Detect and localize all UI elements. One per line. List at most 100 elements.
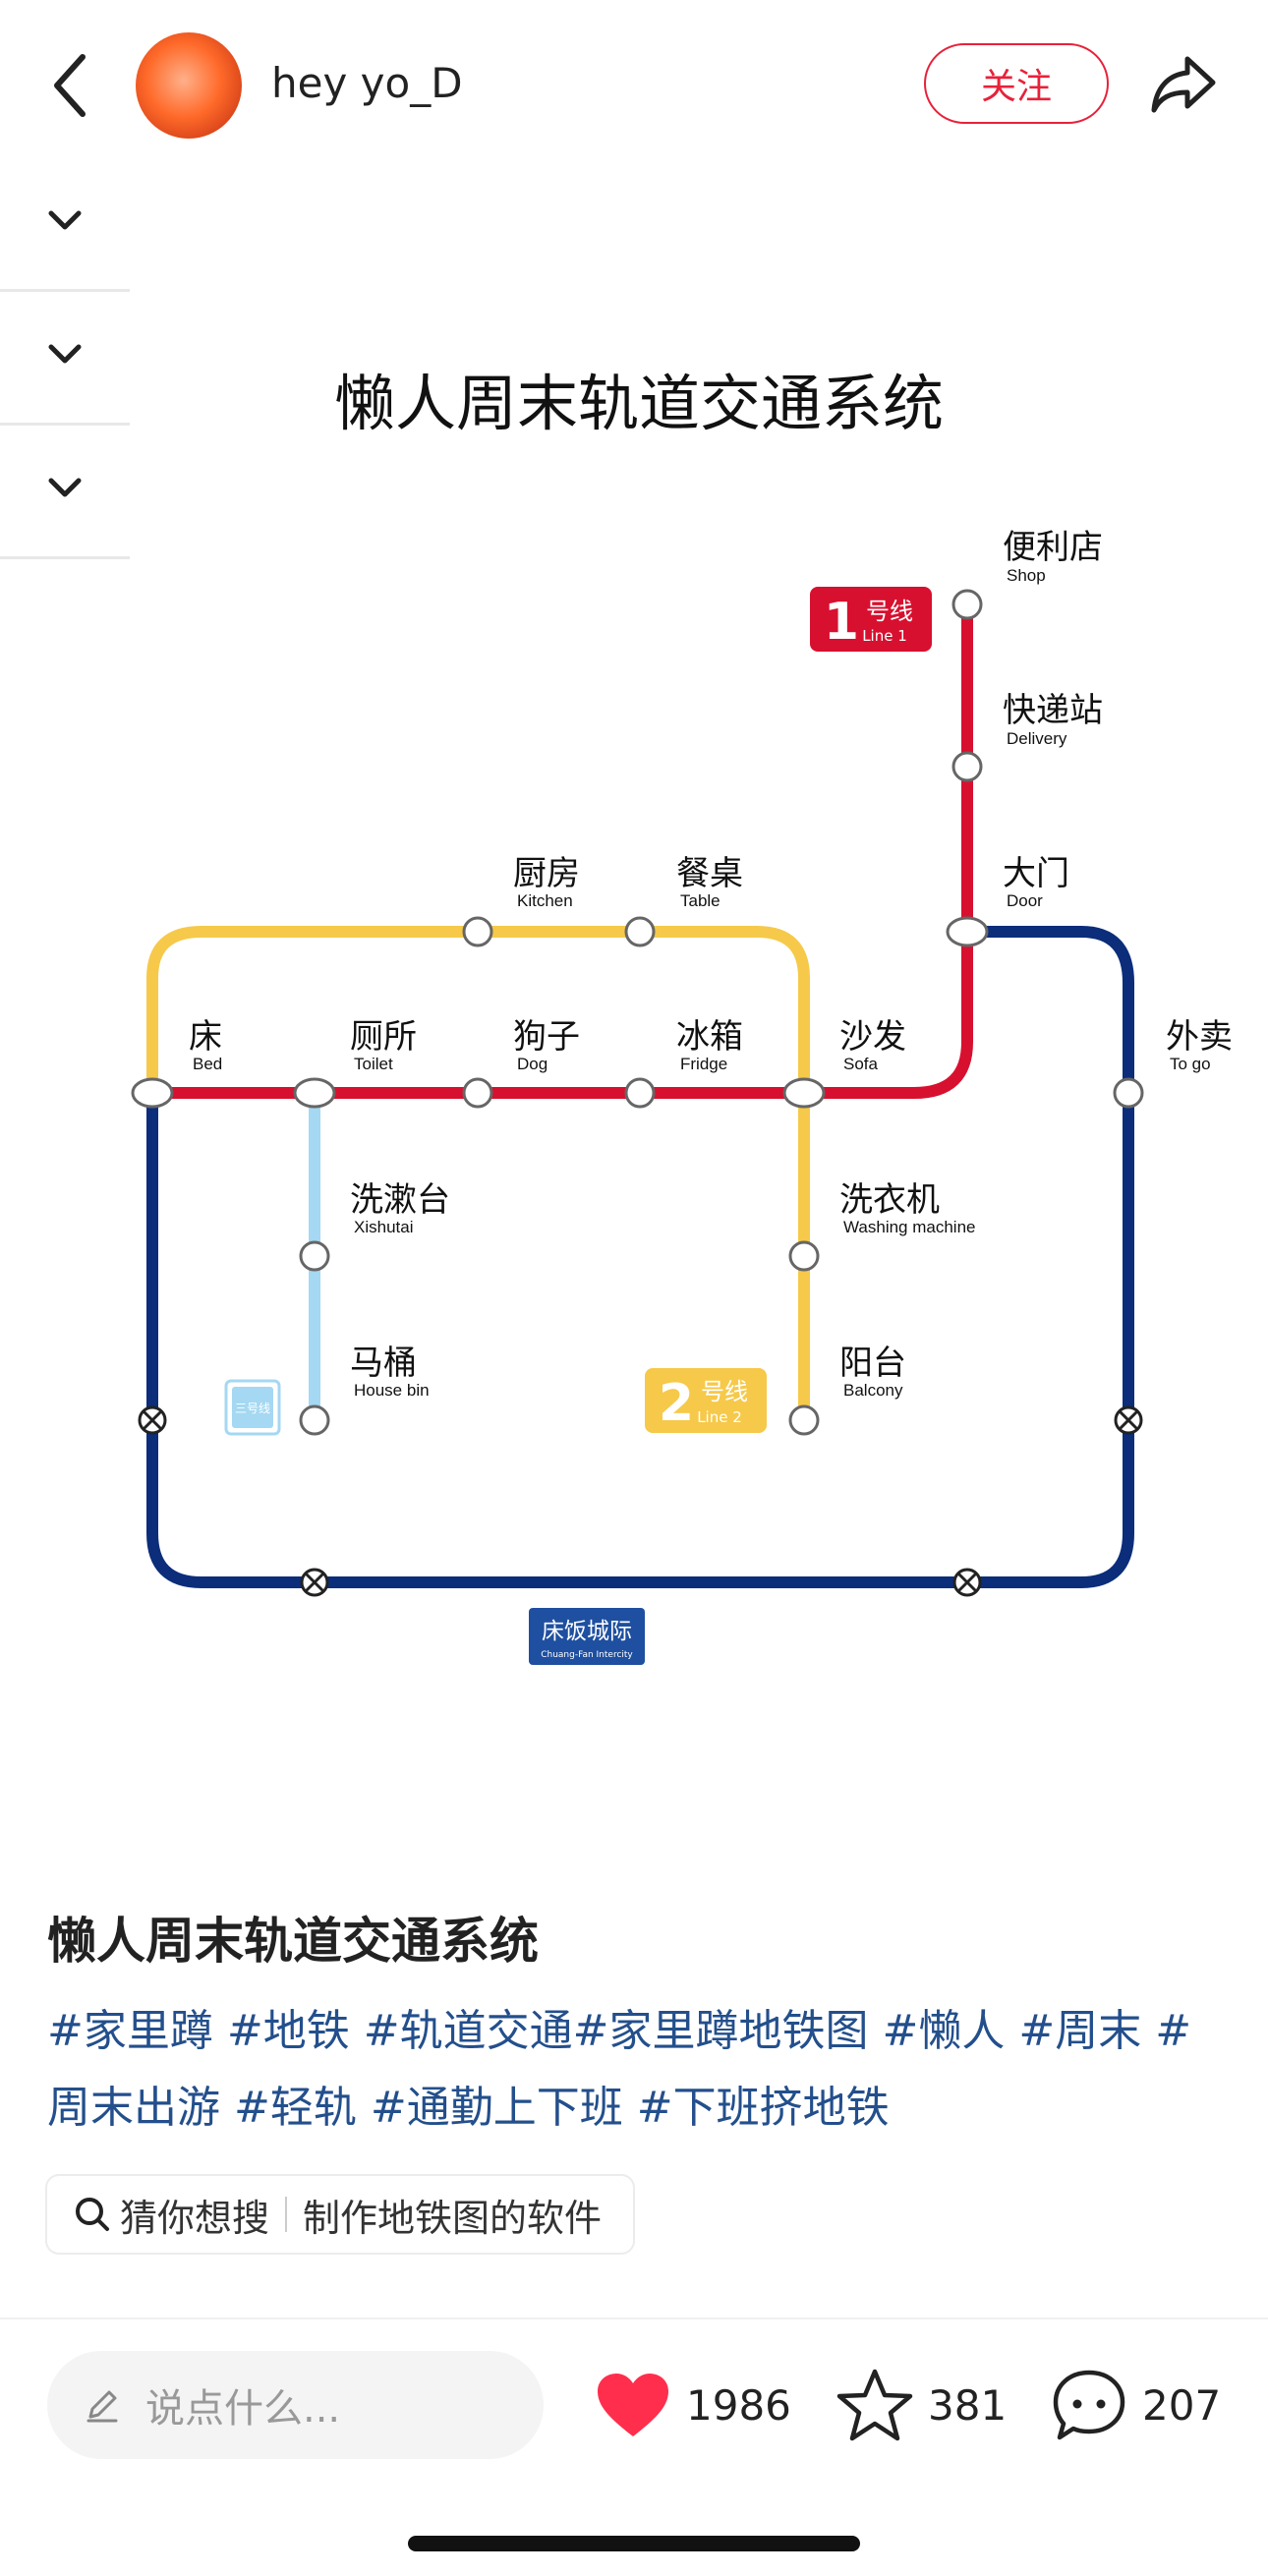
svg-text:Xishutai: Xishutai [354,1218,413,1236]
svg-text:Kitchen: Kitchen [517,891,573,910]
chevron-down-icon [48,210,82,230]
divider [285,2197,288,2232]
hashtag[interactable]: #轨道交通#家里蹲地铁图 [363,2006,869,2056]
label-delivery: 快递站 [1003,692,1103,729]
station-togo[interactable] [1113,1077,1144,1109]
station-shop[interactable] [951,589,983,620]
collect-button[interactable]: 381 [836,2363,1007,2447]
collapse-toggle-1[interactable] [0,157,130,292]
label-balcony: 阳台 [839,1345,906,1382]
collect-count: 381 [928,2380,1008,2430]
svg-text:Line 2: Line 2 [697,1408,742,1426]
label-shop: 便利店 [1003,529,1103,566]
station-balcony[interactable] [788,1404,820,1436]
station-fridge[interactable] [624,1077,656,1109]
avatar[interactable] [136,32,242,139]
svg-text:Door: Door [1007,891,1043,910]
share-button[interactable] [1148,49,1219,120]
hashtag[interactable]: #轻轨 [234,2083,357,2133]
suggest-query: 制作地铁图的软件 [303,2196,603,2240]
svg-text:Delivery: Delivery [1007,729,1067,748]
station-toilet[interactable] [293,1077,336,1109]
comment-placeholder: 说点什么... [145,2386,341,2432]
search-icon [76,2198,109,2231]
station-delivery[interactable] [951,751,983,782]
line1-badge: 1 号线 Line 1 [810,587,932,652]
chevron-down-icon [48,478,82,497]
svg-text:Bed: Bed [193,1055,222,1073]
station-kitchen[interactable] [462,916,493,947]
pencil-icon [86,2390,118,2423]
line2-badge: 2 号线 Line 2 [645,1368,767,1433]
svg-text:1: 1 [824,593,859,652]
closed-station-icon [1114,1405,1143,1435]
label-housebin: 马桶 [350,1345,417,1382]
svg-text:号线: 号线 [701,1378,748,1405]
svg-text:号线: 号线 [866,598,913,625]
station-sofa[interactable] [782,1077,826,1109]
svg-text:Balcony: Balcony [843,1381,903,1400]
line2-path [146,926,810,1420]
hashtag[interactable]: #周末 [1018,2006,1142,2056]
like-button[interactable]: 1986 [594,2363,791,2447]
heart-icon [598,2374,668,2436]
label-kitchen: 厨房 [513,855,580,892]
station-housebin[interactable] [299,1404,330,1436]
hashtag[interactable]: #地铁 [226,2006,350,2056]
back-button[interactable] [47,49,96,123]
intercity-line [146,926,1134,1588]
svg-text:2: 2 [659,1374,694,1433]
station-door[interactable] [946,916,989,947]
hashtag[interactable]: #下班挤地铁 [636,2083,890,2133]
station-bed[interactable] [131,1077,174,1109]
station-washing[interactable] [788,1240,820,1272]
hashtag[interactable]: #周末出游 [47,2006,1192,2133]
line1-path [152,604,973,1099]
share-icon [1151,56,1216,113]
label-door: 大门 [1003,855,1069,892]
station-xishutai[interactable] [299,1240,330,1272]
author-name[interactable]: hey yo_D [271,59,463,107]
svg-text:To go: To go [1170,1055,1211,1073]
hashtag[interactable]: #通勤上下班 [370,2083,623,2133]
chevron-down-icon [48,344,82,364]
closed-station-icon [300,1568,329,1597]
line3-badge: 三号线 [224,1379,281,1436]
collapse-toggle-3[interactable] [0,425,130,559]
intercity-badge: 床饭城际 Chuang-Fan Intercity [529,1608,645,1665]
svg-text:Sofa: Sofa [843,1055,879,1073]
hashtag[interactable]: #家里蹲 [47,2006,213,2056]
hashtag-list: #家里蹲 #地铁 #轨道交通#家里蹲地铁图 #懒人#周末#周末出游#轻轨 #通勤上下班 #… [47,1993,1227,2147]
svg-text:Fridge: Fridge [680,1055,727,1073]
svg-text:Line 1: Line 1 [862,627,907,645]
label-table: 餐桌 [676,855,743,892]
label-xishutai: 洗漱台 [350,1181,450,1219]
closed-station-icon [138,1405,167,1435]
home-indicator [408,2536,860,2551]
svg-text:三号线: 三号线 [235,1402,270,1415]
station-dog[interactable] [462,1077,493,1109]
comment-count: 207 [1142,2380,1222,2430]
svg-text:Table: Table [680,891,720,910]
svg-text:Washing machine: Washing machine [843,1218,976,1236]
station-table[interactable] [624,916,656,947]
label-sofa: 沙发 [839,1018,906,1056]
star-icon [836,2369,913,2441]
hashtag[interactable]: #懒人 [882,2006,1006,2056]
collapse-toggle-2[interactable] [0,291,130,426]
comment-input[interactable]: 说点什么... [47,2351,544,2459]
suggested-search-chip[interactable]: 猜你想搜 制作地铁图的软件 [45,2174,636,2255]
follow-button[interactable]: 关注 [924,43,1109,124]
like-count: 1986 [686,2380,791,2430]
comment-button[interactable]: 207 [1050,2363,1221,2447]
post-header: hey yo_D 关注 [0,0,1268,172]
svg-text:床饭城际: 床饭城际 [542,1619,632,1644]
label-togo: 外卖 [1166,1018,1233,1056]
svg-text:Shop: Shop [1007,566,1046,585]
label-fridge: 冰箱 [676,1018,743,1056]
map-title: 懒人周末轨道交通系统 [334,371,944,438]
svg-text:Toilet: Toilet [354,1055,393,1073]
svg-text:House bin: House bin [354,1381,430,1400]
label-dog: 狗子 [513,1018,580,1056]
label-bed: 床 [189,1018,222,1056]
